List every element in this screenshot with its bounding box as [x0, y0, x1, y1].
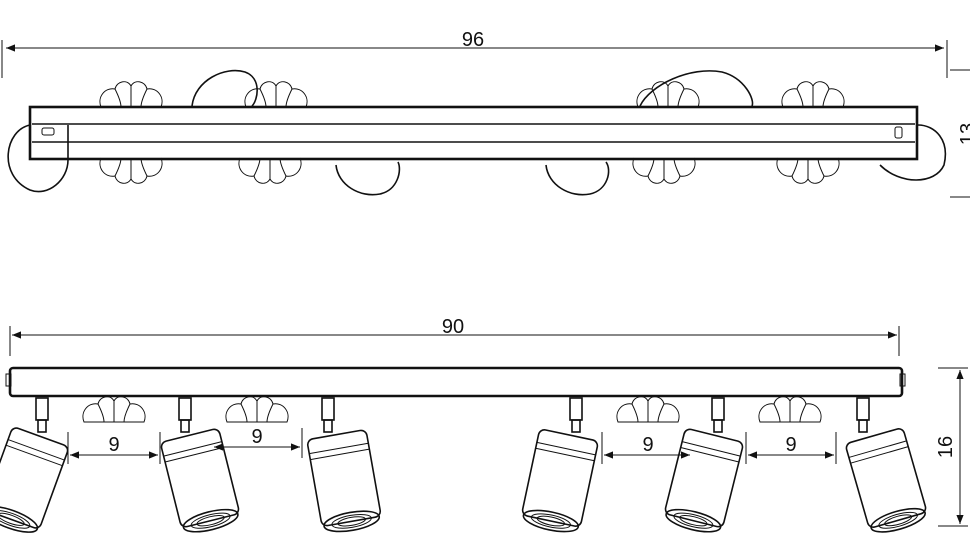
top-flowers: [99, 81, 845, 184]
side-flowers: [82, 396, 822, 423]
top-view: 96: [1, 29, 970, 198]
spacing-label-4: 9: [785, 434, 796, 456]
spacing-label-2: 9: [251, 426, 262, 448]
spacing-dimensions: 9 9 9 9: [67, 426, 837, 464]
side-rail: [5, 366, 906, 398]
spacing-label-3: 9: [642, 434, 653, 456]
top-rail: [28, 105, 919, 161]
bottom-height-label: 16: [935, 436, 957, 458]
top-width-label: 96: [462, 29, 484, 51]
side-view: 90: [0, 316, 968, 539]
bottom-width-label: 90: [442, 316, 464, 338]
top-height-label: 13: [957, 123, 970, 145]
spacing-label-1: 9: [108, 434, 119, 456]
side-stems: [35, 397, 870, 433]
